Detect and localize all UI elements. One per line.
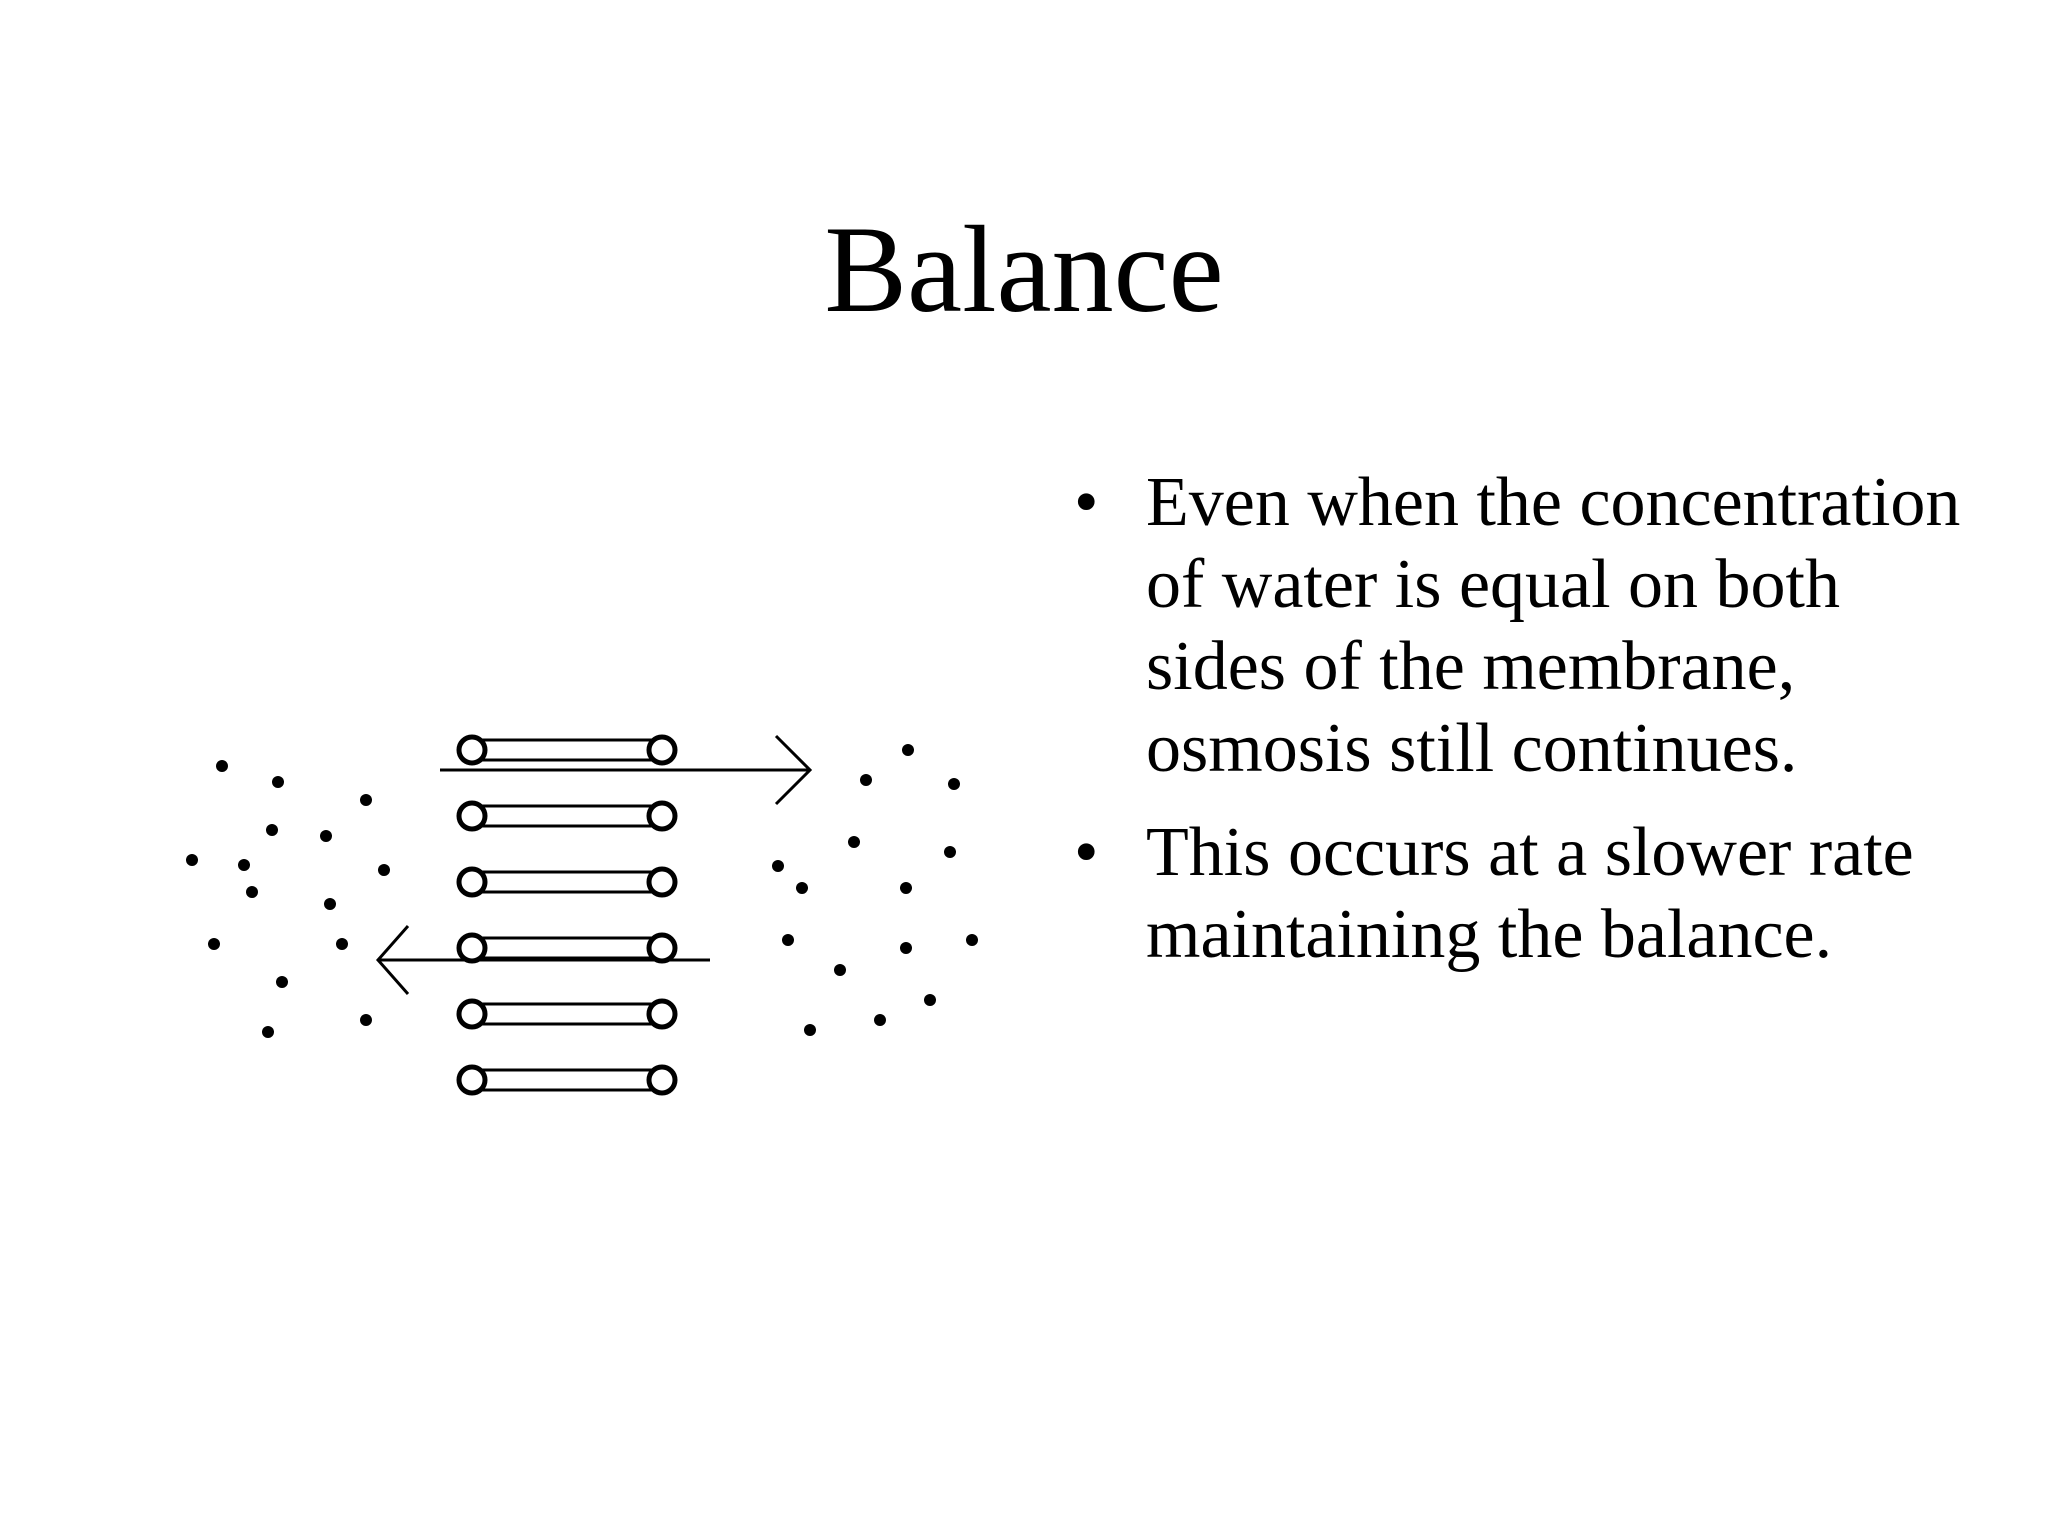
water-molecule-dot-icon (336, 938, 348, 950)
membrane-channel-icon (456, 998, 678, 1030)
water-molecule-dot-icon (272, 776, 284, 788)
water-molecule-dot-icon (360, 794, 372, 806)
water-molecule-dot-icon (944, 846, 956, 858)
water-molecule-dot-icon (360, 1014, 372, 1026)
bullet-list: • Even when the concentration of water i… (1060, 462, 1980, 998)
water-molecule-dot-icon (900, 942, 912, 954)
water-molecule-dot-icon (848, 836, 860, 848)
water-molecule-dot-icon (796, 882, 808, 894)
right-molecules (772, 744, 978, 1036)
membrane-channel-icon (456, 800, 678, 832)
water-molecule-dot-icon (266, 824, 278, 836)
water-molecule-dot-icon (262, 1026, 274, 1038)
water-molecule-dot-icon (238, 859, 250, 871)
arrow-right-icon (440, 734, 813, 806)
water-molecule-dot-icon (860, 774, 872, 786)
water-molecule-dot-icon (186, 854, 198, 866)
slide-title: Balance (824, 201, 1224, 338)
membrane-channel-icon (456, 1064, 678, 1096)
water-molecule-dot-icon (804, 1024, 816, 1036)
left-molecules (186, 760, 390, 1038)
water-molecule-dot-icon (276, 976, 288, 988)
water-molecule-dot-icon (320, 830, 332, 842)
water-molecule-dot-icon (902, 744, 914, 756)
osmosis-diagram-svg (186, 734, 978, 1096)
water-molecule-dot-icon (966, 934, 978, 946)
osmosis-diagram (170, 720, 1010, 1120)
water-molecule-dot-icon (900, 882, 912, 894)
bullet-text: This occurs at a slower rate maintaining… (1146, 814, 1914, 973)
bullet-item: • This occurs at a slower rate maintaini… (1060, 812, 1980, 976)
bullet-text: Even when the concentration of water is … (1146, 464, 1961, 787)
water-molecule-dot-icon (208, 938, 220, 950)
water-molecule-dot-icon (924, 994, 936, 1006)
water-molecule-dot-icon (378, 864, 390, 876)
membrane-channel-icon (456, 932, 678, 964)
bullet-marker: • (1074, 464, 1099, 541)
arrow-left-icon (375, 925, 710, 995)
water-molecule-dot-icon (246, 886, 258, 898)
water-molecule-dot-icon (834, 964, 846, 976)
water-molecule-dot-icon (874, 1014, 886, 1026)
water-molecule-dot-icon (216, 760, 228, 772)
water-molecule-dot-icon (948, 778, 960, 790)
bullet-marker: • (1074, 814, 1099, 891)
water-molecule-dot-icon (324, 898, 336, 910)
water-molecule-dot-icon (782, 934, 794, 946)
membrane-channel-icon (456, 866, 678, 898)
membrane (456, 734, 678, 1096)
bullet-item: • Even when the concentration of water i… (1060, 462, 1980, 790)
membrane-channel-icon (456, 734, 678, 766)
water-molecule-dot-icon (772, 860, 784, 872)
